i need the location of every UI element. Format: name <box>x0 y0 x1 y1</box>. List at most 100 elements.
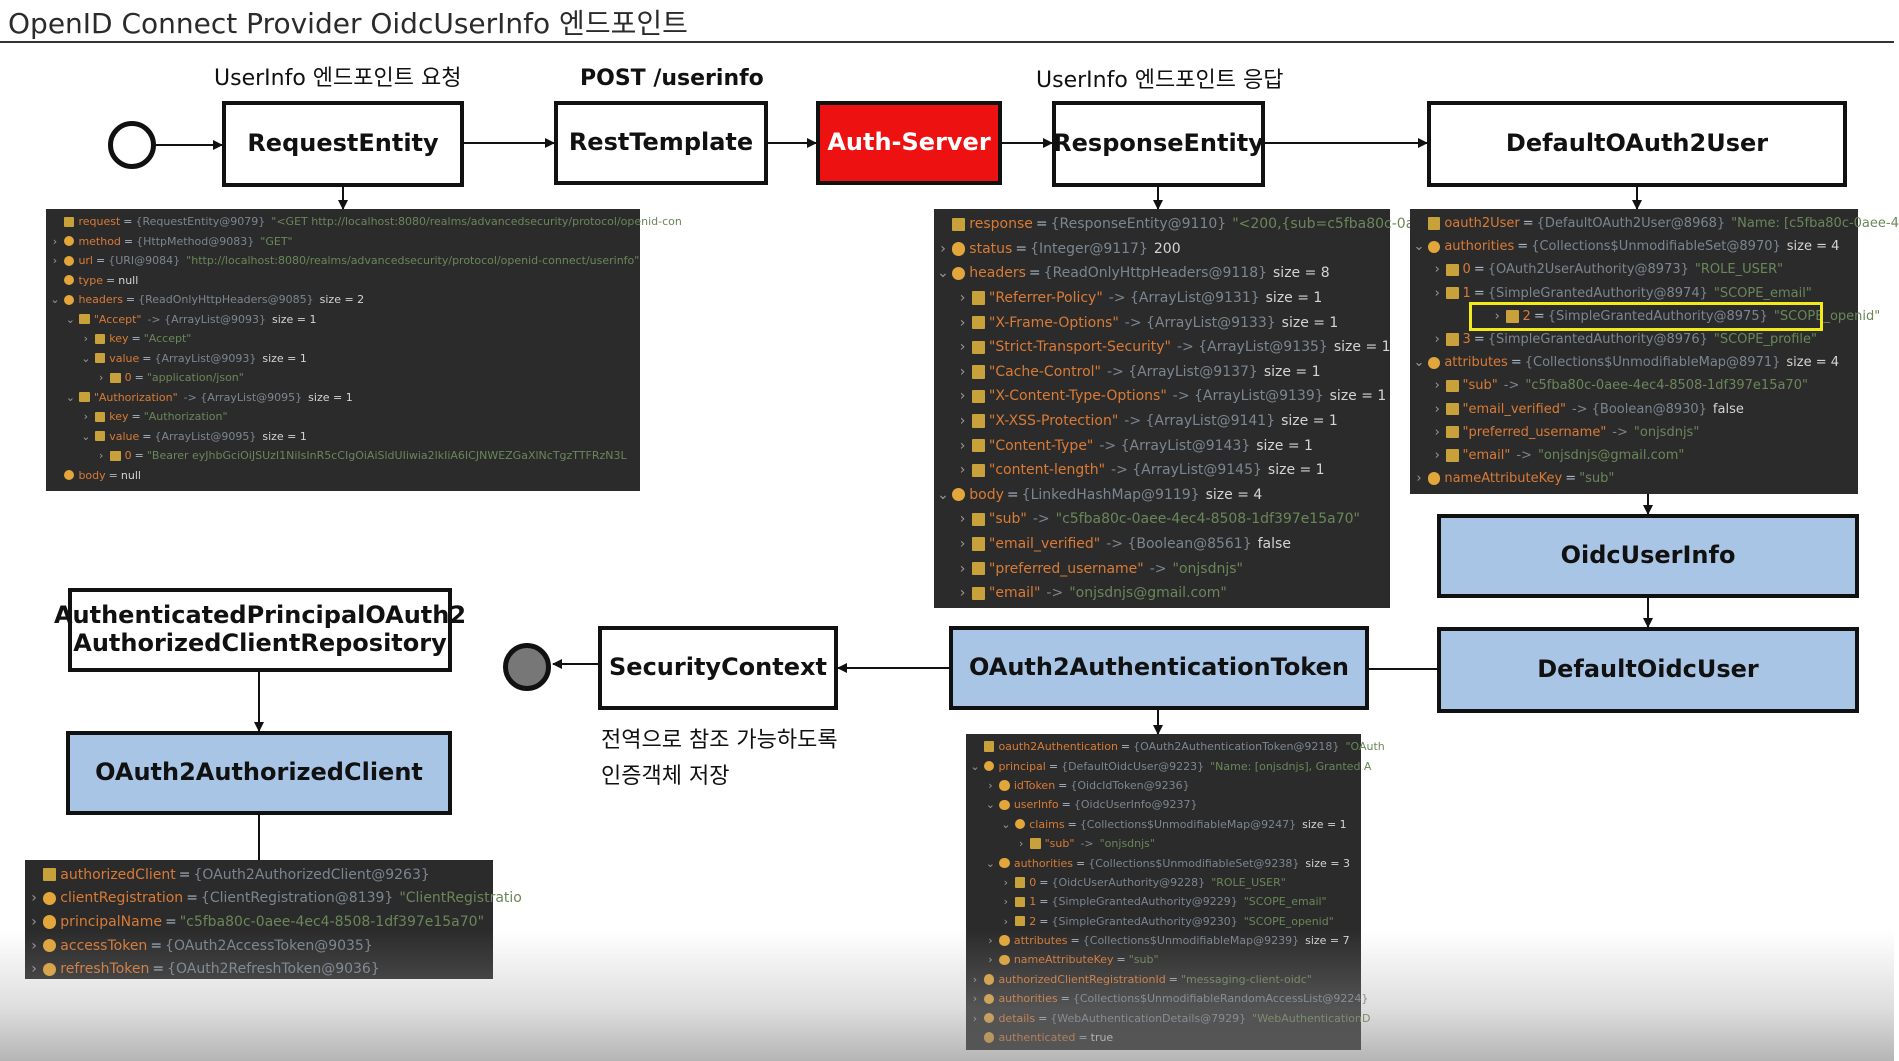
debug-variable-row[interactable]: ›nameAttributeKey="sub" <box>1412 467 1858 490</box>
expand-toggle-icon[interactable]: › <box>31 913 37 930</box>
expand-toggle-icon[interactable]: ⌄ <box>937 265 949 282</box>
debug-variable-row[interactable]: ⌄value={ArrayList@9095}size = 1 <box>48 427 640 447</box>
expand-toggle-icon[interactable]: › <box>988 778 993 792</box>
expand-toggle-icon[interactable]: › <box>31 961 37 978</box>
debug-variable-row[interactable]: ›principalName="c5fba80c-0aee-4ec4-8508-… <box>27 910 493 934</box>
debug-variable-row[interactable]: ›"Strict-Transport-Security"-> {ArrayLis… <box>936 335 1391 360</box>
expand-toggle-icon[interactable]: ⌄ <box>1001 817 1011 831</box>
debug-variable-row[interactable]: ›1={SimpleGrantedAuthority@9229}"SCOPE_e… <box>968 892 1361 911</box>
expand-toggle-icon[interactable]: › <box>959 560 966 577</box>
expand-toggle-icon[interactable]: › <box>988 953 993 967</box>
expand-toggle-icon[interactable]: › <box>98 449 104 463</box>
debug-variable-row[interactable]: ⌄userInfo={OidcUserInfo@9237} <box>968 795 1361 814</box>
debug-variable-row[interactable]: ›"sub"->"onjsdnjs" <box>968 834 1361 853</box>
debug-variable-row[interactable]: ›"content-length"-> {ArrayList@9145}size… <box>936 458 1390 483</box>
debug-variable-row[interactable]: ›"email"->"onjsdnjs@gmail.com" <box>936 581 1390 606</box>
debug-variable-row[interactable]: ›details={WebAuthenticationDetails@7929}… <box>968 1008 1371 1027</box>
debug-variable-row[interactable]: ›3={SimpleGrantedAuthority@8976}"SCOPE_p… <box>1412 328 1858 351</box>
debug-variable-row[interactable]: oauth2Authentication={OAuth2Authenticati… <box>968 737 1385 756</box>
debug-variable-row[interactable]: ›0={OAuth2UserAuthority@8973}"ROLE_USER" <box>1412 258 1858 281</box>
debug-variable-row[interactable]: ›2={SimpleGrantedAuthority@9230}"SCOPE_o… <box>968 912 1361 931</box>
debug-variable-row[interactable]: ›attributes={Collections$UnmodifiableMap… <box>968 931 1361 950</box>
expand-toggle-icon[interactable]: › <box>1003 914 1008 928</box>
expand-toggle-icon[interactable]: › <box>1416 471 1422 487</box>
debug-variable-row[interactable]: authenticated=true <box>968 1028 1361 1047</box>
debug-variable-row[interactable]: ›"X-Content-Type-Options"-> {ArrayList@9… <box>936 384 1390 409</box>
expand-toggle-icon[interactable]: › <box>31 890 37 907</box>
expand-toggle-icon[interactable]: › <box>31 937 37 954</box>
expand-toggle-icon[interactable]: › <box>959 314 966 331</box>
debug-variable-row[interactable]: ›0="application/json" <box>48 368 640 388</box>
debug-variable-row[interactable]: ⌄authorities={Collections$UnmodifiableSe… <box>1412 235 1858 258</box>
debug-variable-row[interactable]: ›"email_verified"-> {Boolean@8561}false <box>936 532 1390 557</box>
debug-variable-row[interactable]: ›accessToken={OAuth2AccessToken@9035} <box>27 934 493 958</box>
expand-toggle-icon[interactable]: ⌄ <box>1413 355 1425 371</box>
expand-toggle-icon[interactable]: › <box>1434 424 1440 440</box>
debug-variable-row[interactable]: ›2={SimpleGrantedAuthority@8975}"SCOPE_o… <box>1468 301 1880 331</box>
debug-variable-row[interactable]: ›method={HttpMethod@9083}"GET" <box>48 232 640 252</box>
debug-variable-row[interactable]: ⌄claims={Collections$UnmodifiableMap@924… <box>968 815 1361 834</box>
debug-variable-row[interactable]: ›"email"->"onjsdnjs@gmail.com" <box>1412 444 1858 467</box>
expand-toggle-icon[interactable]: ⌄ <box>81 351 91 365</box>
debug-variable-row[interactable]: oauth2User={DefaultOAuth2User@8968}"Name… <box>1412 212 1899 235</box>
debug-variable-row[interactable]: ⌄"Authorization"-> {ArrayList@9095}size … <box>48 388 640 408</box>
expand-toggle-icon[interactable]: › <box>940 240 946 257</box>
debug-variable-row[interactable]: ›key="Authorization" <box>48 407 640 427</box>
expand-toggle-icon[interactable]: ⌄ <box>970 759 980 773</box>
expand-toggle-icon[interactable]: › <box>1434 285 1440 301</box>
expand-toggle-icon[interactable]: › <box>1003 875 1008 889</box>
debug-variable-row[interactable]: ›nameAttributeKey="sub" <box>968 950 1361 969</box>
debug-variable-row[interactable]: ⌄authorities={Collections$UnmodifiableSe… <box>968 853 1361 872</box>
expand-toggle-icon[interactable]: ⌄ <box>50 293 60 307</box>
expand-toggle-icon[interactable]: › <box>1018 837 1024 851</box>
expand-toggle-icon[interactable]: ⌄ <box>1413 239 1425 255</box>
debug-variable-row[interactable]: ⌄headers={ReadOnlyHttpHeaders@9085}size … <box>48 290 640 310</box>
debug-variable-row[interactable]: ›idToken={OidcIdToken@9236} <box>968 776 1361 795</box>
expand-toggle-icon[interactable]: › <box>52 254 58 268</box>
debug-variable-row[interactable]: ⌄body={LinkedHashMap@9119}size = 4 <box>936 483 1390 508</box>
debug-variable-row[interactable]: ›status={Integer@9117}200 <box>936 237 1390 262</box>
debug-variable-row[interactable]: ›clientRegistration={ClientRegistration@… <box>27 887 522 911</box>
expand-toggle-icon[interactable]: ⌄ <box>937 486 949 503</box>
debug-variable-row[interactable]: ›"preferred_username"->"onjsdnjs" <box>1412 421 1858 444</box>
debug-variable-row[interactable]: ›0={OidcUserAuthority@9228}"ROLE_USER" <box>968 873 1361 892</box>
debug-variable-row[interactable]: ›1={SimpleGrantedAuthority@8974}"SCOPE_e… <box>1412 282 1858 305</box>
debug-variable-row[interactable]: authorizedClient={OAuth2AuthorizedClient… <box>27 863 493 887</box>
expand-toggle-icon[interactable]: › <box>1434 378 1440 394</box>
expand-toggle-icon[interactable]: ⌄ <box>985 856 995 870</box>
debug-variable-row[interactable]: ›"email_verified"-> {Boolean@8930}false <box>1412 398 1858 421</box>
debug-variable-row[interactable]: response={ResponseEntity@9110}"<200,{sub… <box>936 212 1445 237</box>
expand-toggle-icon[interactable]: ⌄ <box>985 798 995 812</box>
expand-toggle-icon[interactable]: › <box>959 290 966 307</box>
debug-variable-row[interactable]: ⌄headers={ReadOnlyHttpHeaders@9118}size … <box>936 261 1390 286</box>
expand-toggle-icon[interactable]: › <box>83 410 88 424</box>
debug-variable-row[interactable]: ›authorities={Collections$UnmodifiableRa… <box>968 989 1369 1008</box>
expand-toggle-icon[interactable]: ⌄ <box>81 429 91 443</box>
expand-toggle-icon[interactable]: › <box>959 437 966 454</box>
expand-toggle-icon[interactable]: › <box>959 363 966 380</box>
expand-toggle-icon[interactable]: › <box>1434 447 1440 463</box>
expand-toggle-icon[interactable]: › <box>959 413 966 430</box>
expand-toggle-icon[interactable]: › <box>1003 895 1008 909</box>
expand-toggle-icon[interactable]: › <box>959 536 966 553</box>
debug-variable-row[interactable]: ⌄"Accept"-> {ArrayList@9093}size = 1 <box>48 310 640 330</box>
debug-variable-row[interactable]: request={RequestEntity@9079}"<GET http:/… <box>48 212 682 232</box>
debug-variable-row[interactable]: ›"X-XSS-Protection"-> {ArrayList@9141}si… <box>936 409 1390 434</box>
expand-toggle-icon[interactable]: › <box>972 972 978 986</box>
debug-variable-row[interactable]: body=null <box>48 466 640 486</box>
expand-toggle-icon[interactable]: › <box>1434 262 1440 278</box>
expand-toggle-icon[interactable]: ⌄ <box>65 312 75 326</box>
expand-toggle-icon[interactable]: › <box>959 511 966 528</box>
expand-toggle-icon[interactable]: › <box>959 585 966 602</box>
debug-variable-row[interactable]: ›refreshToken={OAuth2RefreshToken@9036} <box>27 957 493 981</box>
debug-variable-row[interactable]: ›url={URI@9084}"http://localhost:8080/re… <box>48 251 640 271</box>
expand-toggle-icon[interactable]: › <box>972 992 978 1006</box>
debug-variable-row[interactable]: ⌄value={ArrayList@9093}size = 1 <box>48 349 640 369</box>
debug-variable-row[interactable]: type=null <box>48 271 640 291</box>
debug-variable-row[interactable]: ›"X-Frame-Options"-> {ArrayList@9133}siz… <box>936 310 1390 335</box>
debug-variable-row[interactable]: ›"Content-Type"-> {ArrayList@9143}size =… <box>936 433 1390 458</box>
expand-toggle-icon[interactable]: › <box>972 1011 978 1025</box>
debug-variable-row[interactable]: ›"Cache-Control"-> {ArrayList@9137}size … <box>936 360 1390 385</box>
debug-variable-row[interactable]: ›"Referrer-Policy"-> {ArrayList@9131}siz… <box>936 286 1390 311</box>
debug-variable-row[interactable]: ⌄attributes={Collections$UnmodifiableMap… <box>1412 351 1858 374</box>
